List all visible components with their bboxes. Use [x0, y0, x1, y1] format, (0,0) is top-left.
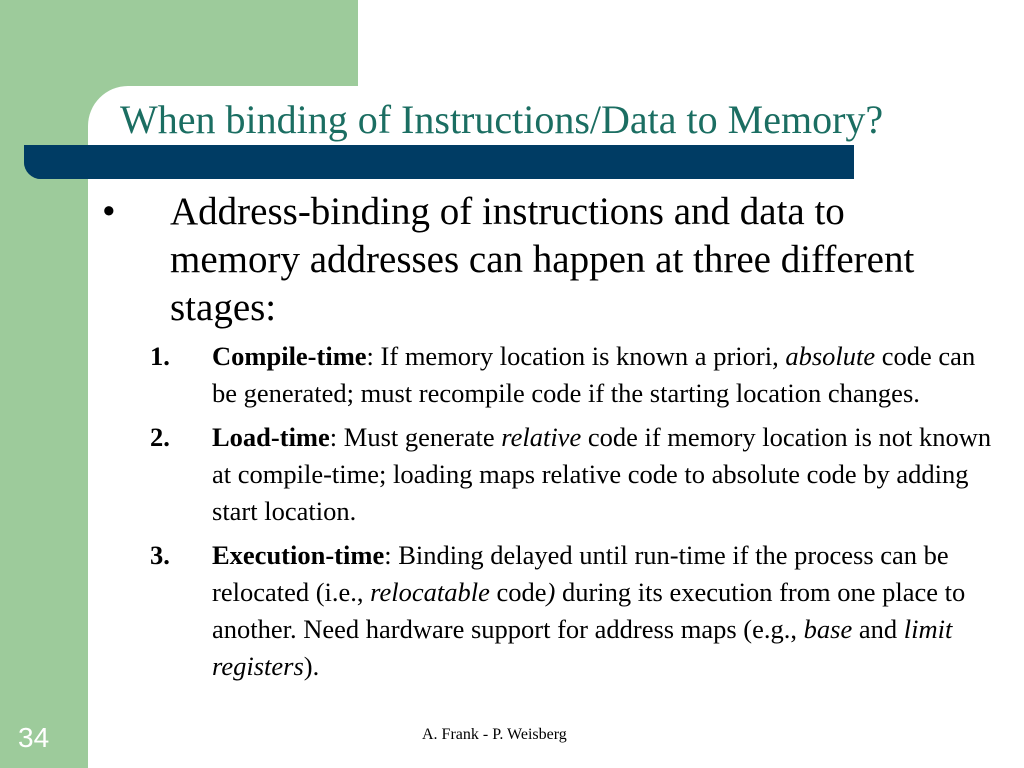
main-bullet-text: Address-binding of instructions and data…: [170, 190, 915, 329]
item-text: code can be generated; must recompile co…: [212, 341, 976, 408]
list-item-compile-time: 1. Compile-time: If memory location is k…: [150, 338, 1010, 412]
footer-author: A. Frank - P. Weisberg: [422, 726, 567, 743]
item-separator: :: [329, 422, 344, 452]
item-body: Compile-time: If memory location is know…: [212, 338, 1004, 412]
list-item-load-time: 2. Load-time: Must generate relative cod…: [150, 419, 1010, 530]
item-text: If memory location is known a priori,: [380, 341, 786, 371]
item-separator: :: [384, 540, 399, 570]
title-underline-band: [24, 145, 854, 179]
item-number: 1.: [150, 341, 170, 371]
item-number: 3.: [150, 540, 170, 570]
item-body: Load-time: Must generate relative code i…: [212, 419, 1004, 530]
item-emphasis: absolute: [785, 341, 876, 371]
item-emphasis: base: [803, 614, 853, 644]
item-number: 2.: [150, 422, 170, 452]
item-separator: :: [366, 341, 381, 371]
list-item-execution-time: 3. Execution-time: Binding delayed until…: [150, 537, 1010, 685]
item-term: Execution-time: [212, 540, 385, 570]
item-text: ).: [303, 651, 320, 681]
page-number: 34: [18, 722, 50, 753]
item-text: code: [489, 577, 547, 607]
item-text: during its execution from one place to a…: [212, 577, 966, 644]
item-emphasis: relative: [501, 422, 582, 452]
slide-title: When binding of Instructions/Data to Mem…: [120, 97, 884, 142]
bullet-dot: •: [102, 190, 116, 233]
item-term: Load-time: [212, 422, 330, 452]
item-text: and: [852, 614, 904, 644]
item-emphasis: relocatable: [370, 577, 490, 607]
stages-list: 1. Compile-time: If memory location is k…: [150, 338, 1010, 692]
item-emphasis: limit registers: [212, 614, 953, 681]
item-body: Execution-time: Binding delayed until ru…: [212, 537, 1004, 685]
item-text: Binding delayed until run-time if the pr…: [212, 540, 949, 607]
green-sidebar: [0, 0, 88, 768]
main-bullet: • Address-binding of instructions and da…: [92, 188, 992, 332]
item-text: code if memory location is not known at …: [212, 422, 992, 526]
item-emphasis: ): [546, 577, 556, 607]
item-term: Compile-time: [212, 341, 367, 371]
item-text: Must generate: [343, 422, 502, 452]
